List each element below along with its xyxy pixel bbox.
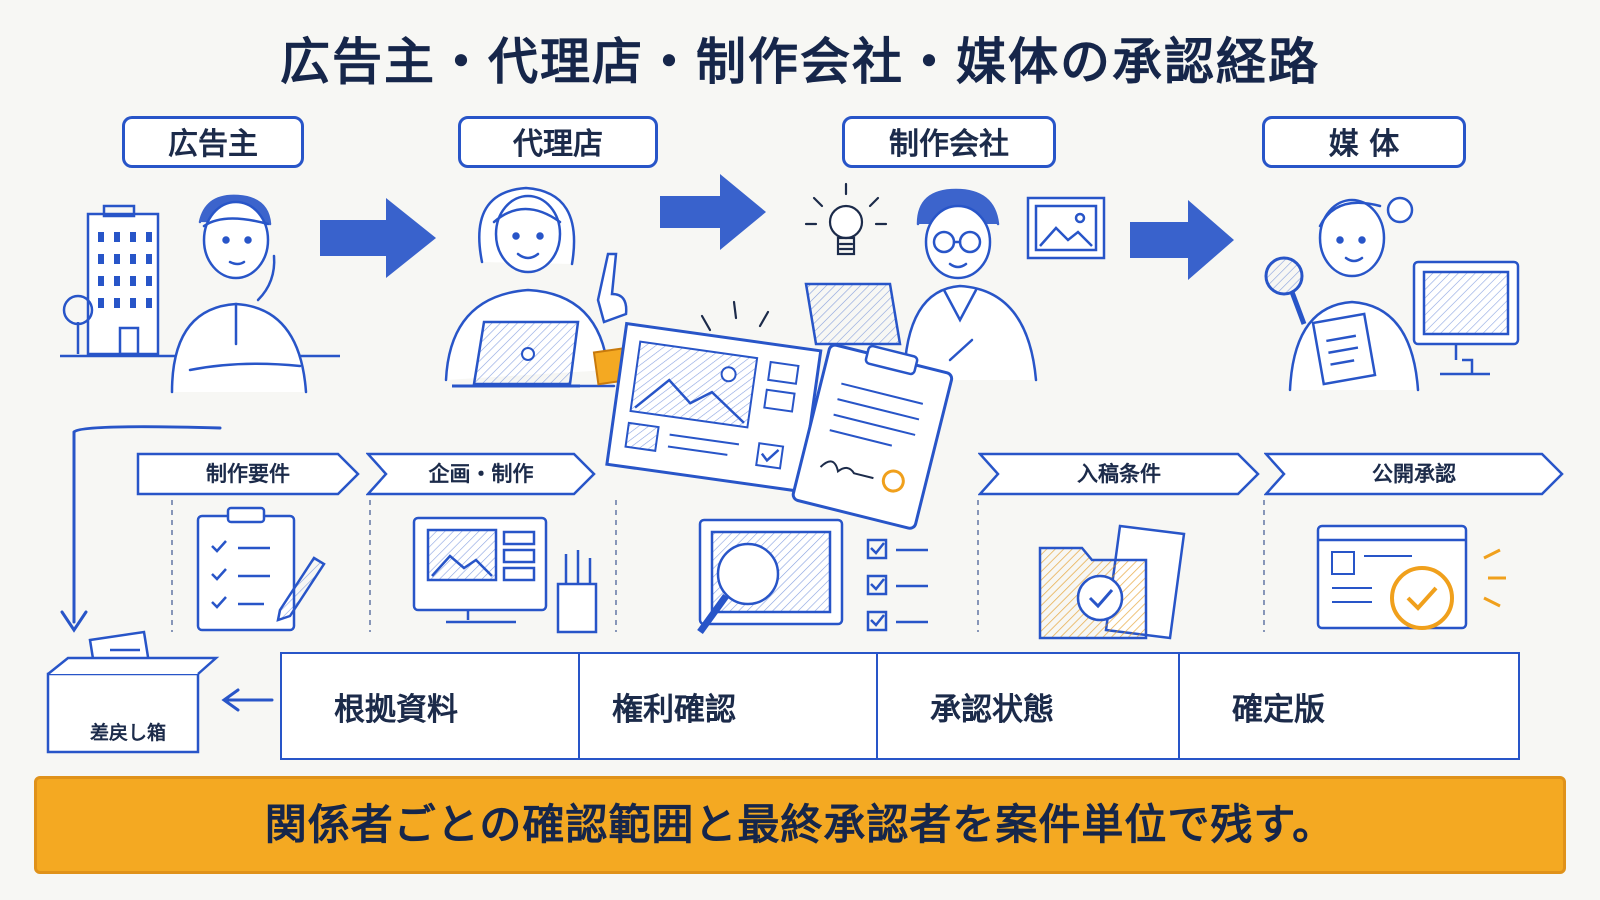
tag-label: 根拠資料 [334,692,458,728]
checklist-icon [866,538,928,632]
tag-label: 承認状態 [930,692,1054,728]
production-person-icon [902,188,1038,382]
role-media: 媒 体 [1262,116,1466,168]
step-production-requirements: 制作要件 [136,452,360,496]
record-tags-row: 根拠資料 権利確認 承認状態 確定版 [280,652,1520,762]
monitor-image-icon [412,516,598,634]
banner-text: 関係者ごとの確認範囲と最終承認者を案件単位で残す。 [264,800,1336,849]
return-flow-arrow [60,425,222,633]
tag-final-version: 確定版 [1178,652,1520,760]
tag-label: 確定版 [1232,692,1325,728]
arrow-left-icon [221,688,274,712]
return-box-icon [46,630,220,754]
step-label: 公開承認 [1372,462,1456,486]
document-review-icon [697,518,844,635]
step-publication-approval: 公開承認 [1264,452,1564,496]
spark-lines [700,300,770,332]
role-agency: 代理店 [458,116,658,168]
floating-layout-document [605,321,823,494]
tag-label: 権利確認 [612,692,736,728]
lightbulb-icon [804,182,888,256]
page-title: 広告主・代理店・制作会社・媒体の承認経路 [280,33,1320,91]
image-frame-icon [1026,196,1106,260]
step-label: 企画・制作 [428,462,534,486]
step-submission-conditions: 入稿条件 [978,452,1260,496]
advertiser-person-icon [170,194,308,394]
checklist-clipboard-icon [196,506,326,632]
arrow-right-icon [660,174,766,250]
arrow-right-icon [1130,200,1234,280]
contract-clipboard-icon [791,343,954,530]
step-label: 入稿条件 [1077,462,1161,486]
role-production: 制作会社 [842,116,1056,168]
role-advertiser: 広告主 [122,116,304,168]
monitor-icon [804,282,902,346]
building-icon [60,204,340,358]
arrow-right-icon [320,198,436,278]
step-planning-production: 企画・制作 [366,452,596,496]
tag-approval-status: 承認状態 [876,652,1180,760]
laptop-icon [452,320,580,388]
return-box-label: 差戻し箱 [89,722,166,744]
tag-rights-check: 権利確認 [578,652,878,760]
tag-evidence: 根拠資料 [280,652,580,760]
summary-banner: 関係者ごとの確認範囲と最終承認者を案件単位で残す。 [34,776,1566,874]
step-label: 制作要件 [206,462,290,486]
clipboard-icon [1311,312,1377,386]
folder-check-icon [1038,524,1186,640]
approval-window-icon [1316,524,1506,630]
magnifier-icon [1264,256,1307,325]
monitor-icon [1412,260,1520,376]
